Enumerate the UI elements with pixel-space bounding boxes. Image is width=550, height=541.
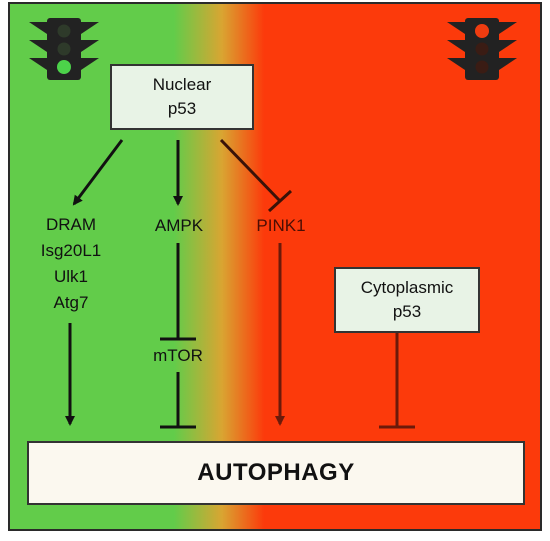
nuclear-p53-label-line1: Nuclear (152, 75, 212, 94)
traffic-light-green-icon (29, 18, 99, 80)
autophagy-box: AUTOPHAGY (27, 441, 525, 505)
nuclear-p53-label-line2: p53 (167, 99, 197, 118)
target-ulk1: Ulk1 (53, 267, 88, 286)
nuclear-p53-box: Nuclear p53 (110, 64, 254, 130)
cytoplasmic-p53-label-line1: Cytoplasmic (360, 278, 454, 297)
traffic-light-red-icon (447, 18, 517, 80)
target-atg7: Atg7 (53, 293, 89, 312)
edge-p53-to-dram (72, 139, 124, 206)
ampk-label: AMPK (154, 216, 204, 235)
inhibition-bar-pink1 (267, 189, 293, 213)
cytoplasmic-p53-label-line2: p53 (392, 302, 422, 321)
pink1-label: PINK1 (256, 216, 306, 235)
edge-p53-inhibits-pink1 (219, 138, 282, 203)
target-isg20l1: Isg20L1 (40, 241, 102, 260)
autophagy-label: AUTOPHAGY (197, 459, 355, 486)
mtor-label: mTOR (153, 346, 203, 365)
cytoplasmic-p53-box: Cytoplasmic p53 (334, 267, 480, 333)
green-targets-list: DRAM Isg20L1 Ulk1 Atg7 (28, 212, 114, 316)
target-dram: DRAM (45, 215, 97, 234)
